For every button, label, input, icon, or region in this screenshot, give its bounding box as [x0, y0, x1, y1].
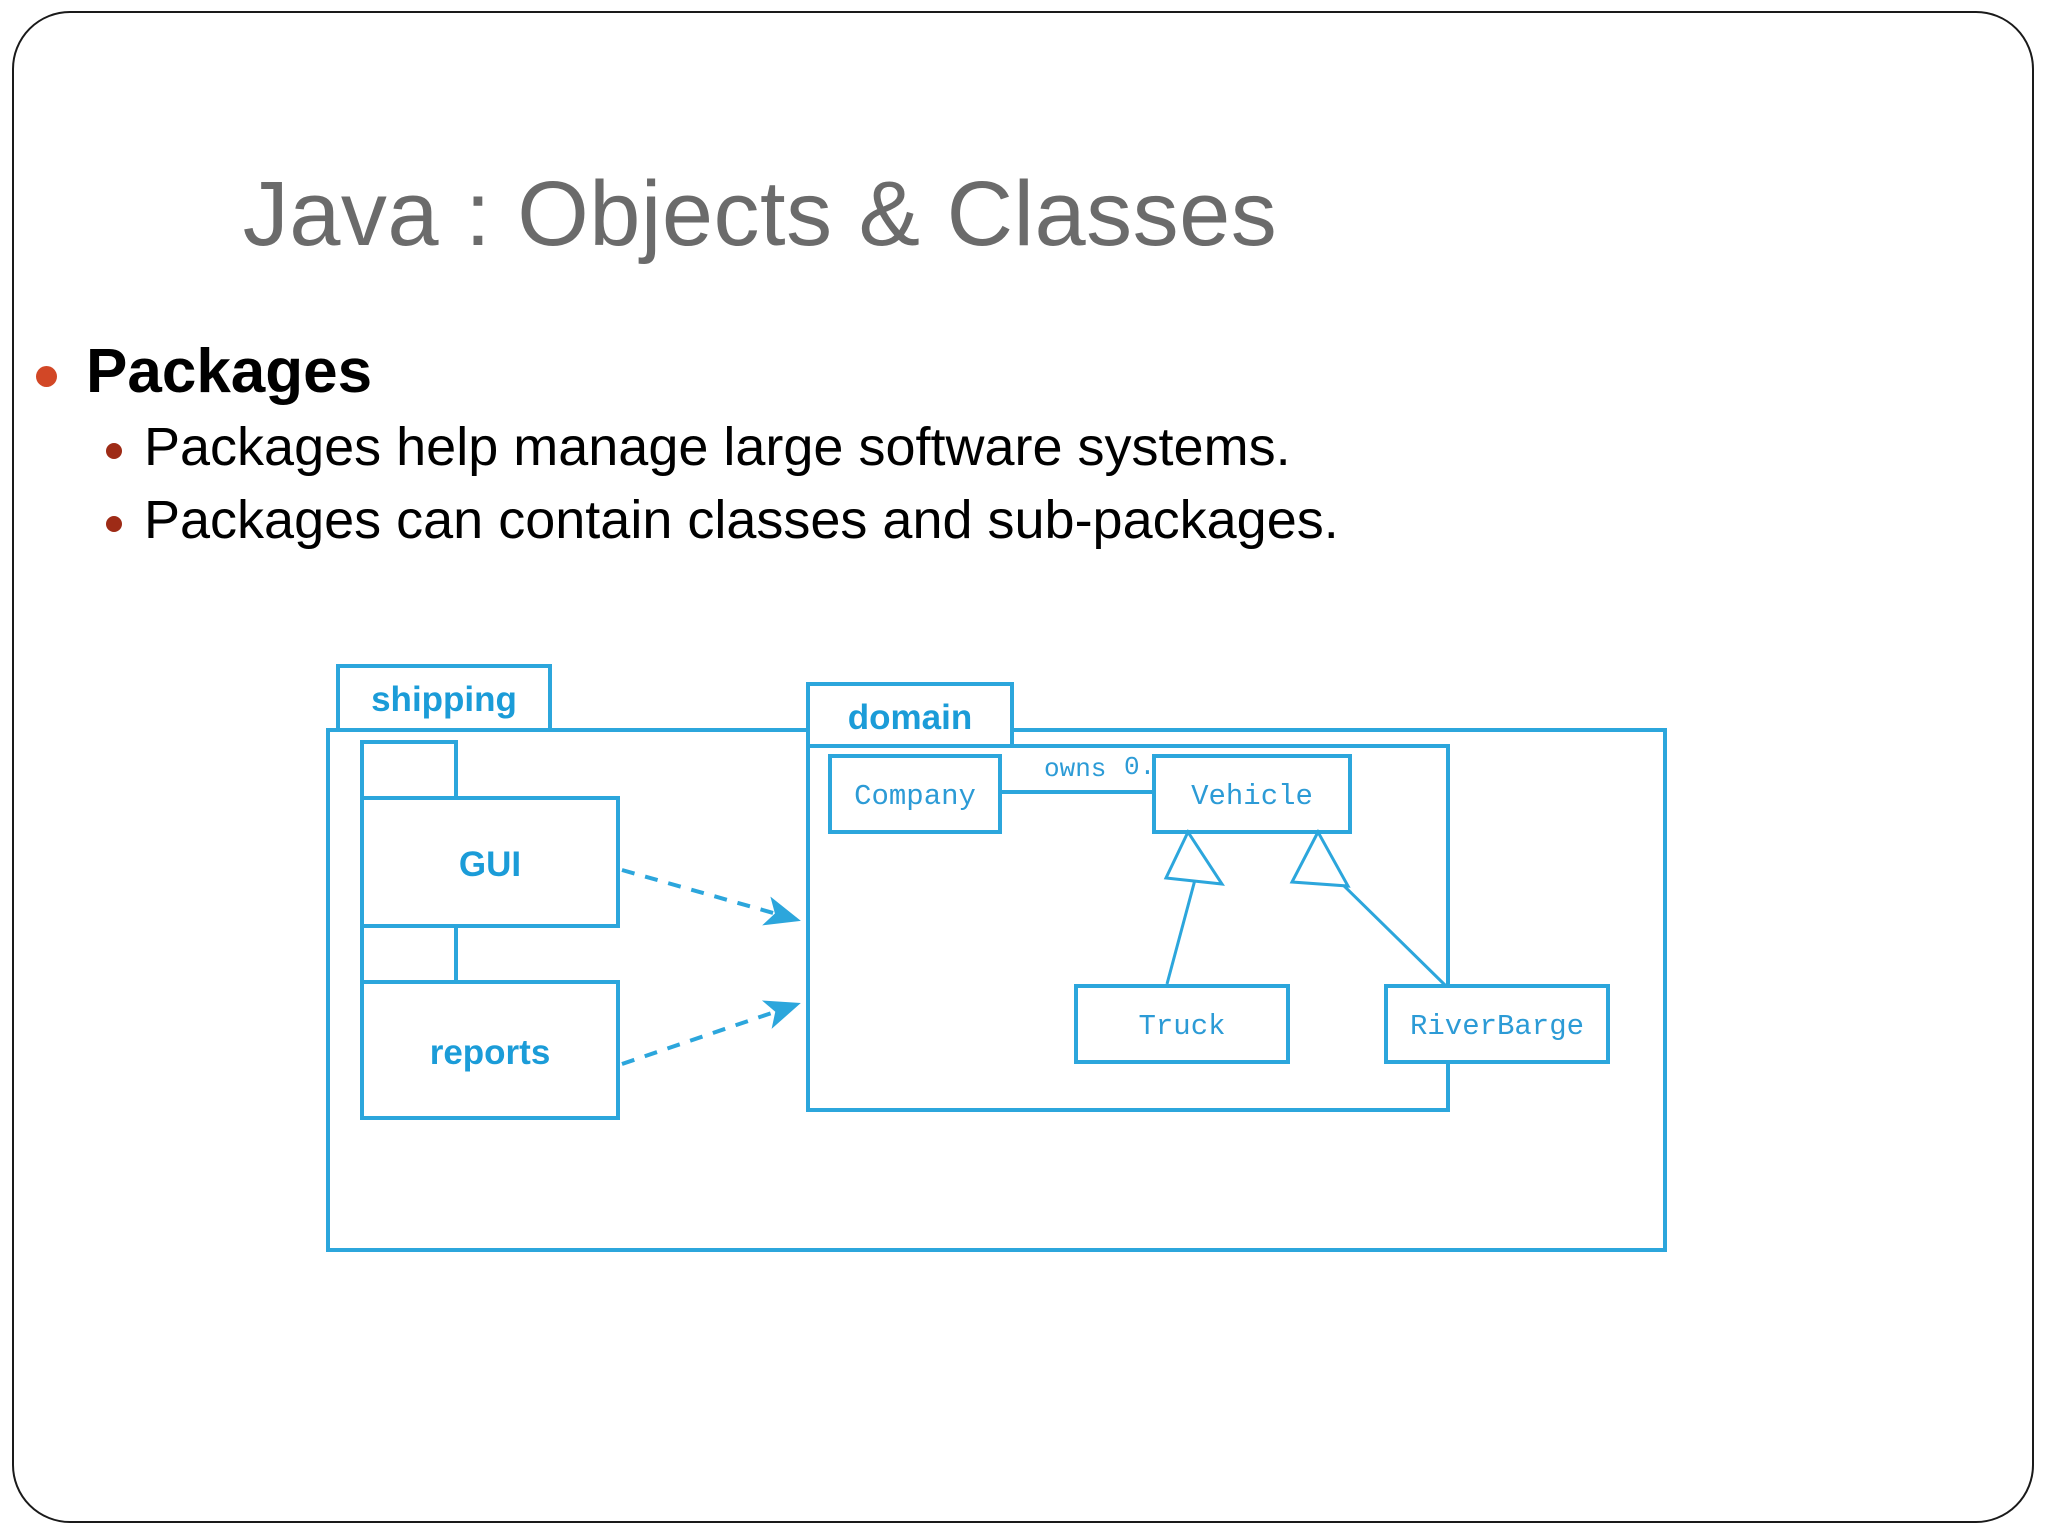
- class-riverbarge-box: [1384, 984, 1610, 1064]
- bullet-level2-label: Packages help manage large software syst…: [144, 417, 1291, 478]
- package-gui-body: [360, 796, 620, 928]
- generalization-riverbarge-arrowhead: [1289, 828, 1351, 888]
- generalization-truck-arrowhead: [1163, 828, 1225, 886]
- bullet-level1-packages: Packages: [22, 340, 1782, 403]
- class-company-label: Company: [854, 780, 976, 813]
- class-vehicle: Vehicle: [1152, 754, 1352, 834]
- class-truck-box: [1074, 984, 1290, 1064]
- bullet-level2-item: Packages can contain classes and sub-pac…: [22, 492, 1782, 549]
- page-title: Java : Objects & Classes: [242, 163, 1278, 265]
- association-label-owns: owns: [1044, 754, 1106, 784]
- bullet-list: Packages Packages help manage large soft…: [22, 340, 1782, 550]
- uml-package-diagram: shipping GUI reports: [326, 664, 1671, 1256]
- package-gui: GUI: [360, 740, 620, 928]
- class-vehicle-box: [1152, 754, 1352, 834]
- bullet-dot-icon: [106, 443, 122, 460]
- class-vehicle-label: Vehicle: [1191, 780, 1313, 813]
- dependency-reports-to-domain: [621, 1000, 801, 1066]
- bullet-level2-item: Packages help manage large software syst…: [22, 419, 1782, 476]
- package-domain-label: domain: [848, 698, 972, 737]
- class-company-box: [828, 754, 1002, 834]
- package-reports-body: [360, 980, 620, 1120]
- package-gui-tab: [360, 740, 458, 800]
- generalization-truck-to-vehicle: [1163, 828, 1225, 985]
- package-reports: reports: [360, 924, 620, 1120]
- bullet-level1-label: Packages: [86, 337, 373, 406]
- package-domain-tab: [806, 682, 1014, 748]
- package-reports-tab: [360, 924, 458, 984]
- dependency-gui-to-domain: [621, 868, 801, 926]
- dependency-gui-line: [621, 868, 801, 926]
- class-truck-label: Truck: [1138, 1010, 1225, 1043]
- bullet-level2-label: Packages can contain classes and sub-pac…: [144, 490, 1339, 551]
- package-reports-label: reports: [430, 1033, 551, 1072]
- bullet-dot-icon: [36, 366, 57, 387]
- generalization-riverbarge-to-vehicle: [1289, 828, 1448, 988]
- uml-diagram-canvas: shipping GUI reports: [326, 664, 1667, 1252]
- class-truck: Truck: [1074, 984, 1290, 1064]
- class-company: Company: [828, 754, 1002, 834]
- class-riverbarge: RiverBarge: [1384, 984, 1610, 1064]
- bullet-dot-icon: [106, 516, 122, 533]
- package-shipping-label: shipping: [371, 680, 517, 719]
- dependency-reports-line: [621, 1000, 801, 1066]
- class-riverbarge-label: RiverBarge: [1410, 1010, 1584, 1043]
- generalization-truck-line: [1165, 875, 1198, 985]
- package-gui-label: GUI: [459, 845, 521, 884]
- generalization-riverbarge-line: [1336, 878, 1448, 988]
